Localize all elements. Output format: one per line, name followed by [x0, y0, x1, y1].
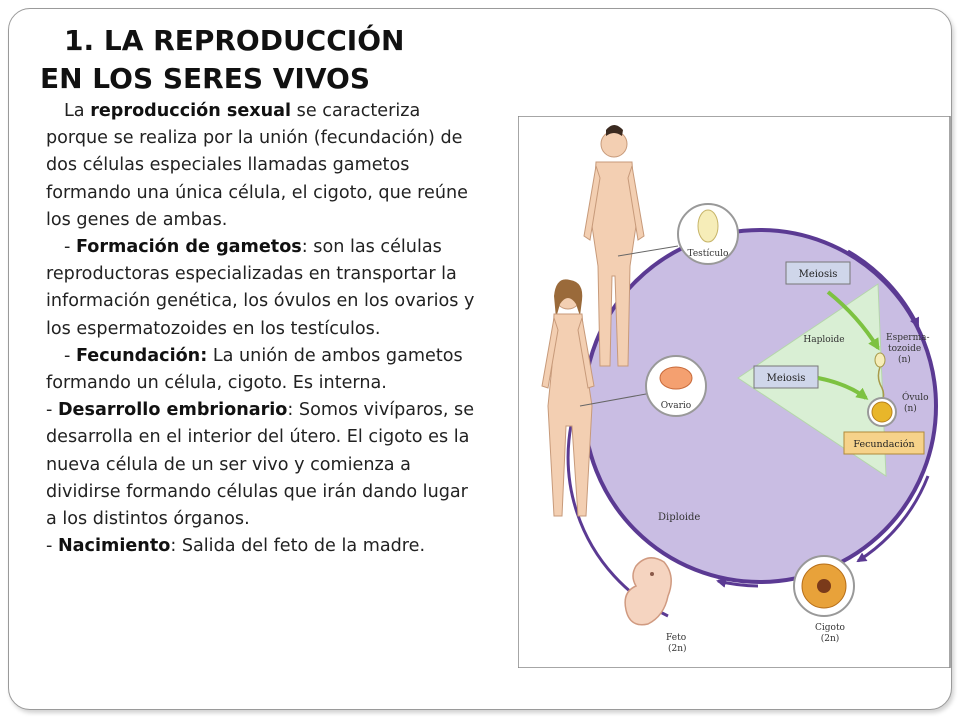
zygote-label: Cigoto: [815, 623, 845, 633]
meiosis-top-label: Meiosis: [799, 269, 838, 280]
p2-bold: Formación de gametos: [75, 237, 302, 258]
meiosis-top-box: [785, 261, 851, 285]
ovary-icon: [659, 366, 693, 390]
sperm-label-1: Esperma-: [886, 333, 930, 343]
ovum-label-n: (n): [904, 403, 917, 414]
ovary-pointer: [579, 393, 647, 407]
p3-post: La unión de ambos gametos formando un cé…: [46, 345, 463, 394]
p1-bold: reproducción sexual: [90, 101, 292, 121]
p4-bold: Desarrollo embrionario: [57, 400, 288, 421]
paragraph-embryonic-development: - Desarrollo embrionario: Somos vivíparo…: [46, 397, 482, 533]
haploid-label: Haploide: [803, 335, 844, 345]
sperm-label-2: tozoide: [888, 344, 921, 354]
p5-pre: -: [46, 536, 58, 557]
fetus-icon: [624, 557, 672, 626]
p5-bold: Nacimiento: [57, 536, 171, 557]
fetus-label-2n: (2n): [668, 643, 687, 654]
sperm-arrow: [826, 290, 880, 351]
meiosis-mid-label: Meiosis: [767, 373, 806, 384]
cycle-arrow-top: [847, 249, 920, 328]
title-line-2: EN LOS SERES VIVOS: [40, 62, 370, 95]
zygote-label-2n: (2n): [821, 633, 840, 644]
ovum-icon: [871, 401, 893, 423]
fertilization-label: Fecundación: [853, 439, 914, 450]
ovary-label: Ovario: [661, 401, 691, 411]
diploid-label: Diploide: [658, 512, 700, 523]
cycle-arrow-bottom: [716, 578, 759, 588]
p3-bold: Fecundación:: [75, 345, 208, 366]
title-line-1: 1. LA REPRODUCCIÓN: [64, 24, 405, 57]
p5-post: : Salida del feto de la madre.: [170, 536, 426, 557]
p3-pre: -: [64, 345, 76, 366]
meiosis-mid-box: [753, 365, 819, 389]
ovum-label: Óvulo: [902, 391, 929, 403]
woman-figure: [541, 279, 595, 517]
paragraph-gamete-formation: - Formación de gametos: son las células …: [46, 234, 482, 343]
paragraph-birth: - Nacimiento: Salida del feto de la madr…: [46, 533, 482, 560]
cycle-arrow-right: [856, 475, 930, 563]
zygote-nucleus: [817, 579, 831, 593]
slide-title: 1. LA REPRODUCCIÓN EN LOS SERES VIVOS: [40, 22, 500, 98]
fertilization-box: [843, 431, 925, 455]
reproduction-cycle-diagram: Testículo Meiosis Haploide Esperma- tozo…: [518, 116, 951, 668]
paragraph-sexual-reproduction: La reproducción sexual se caracteriza po…: [46, 98, 482, 234]
man-figure: [583, 125, 645, 367]
testicle-pointer: [617, 245, 679, 257]
testicle-icon: [697, 209, 719, 243]
p4-pre: -: [46, 400, 58, 421]
sperm-label-n: (n): [898, 354, 911, 365]
p2-post: : son las células reproductoras especial…: [46, 237, 475, 339]
fetus-label: Feto: [666, 633, 686, 643]
ovum-arrow: [817, 376, 869, 400]
paragraph-fertilization: - Fecundación: La unión de ambos gametos…: [46, 343, 482, 397]
p2-pre: -: [64, 237, 76, 258]
p1-pre: La: [64, 101, 91, 121]
body-text: La reproducción sexual se caracteriza po…: [46, 98, 482, 560]
p1-post: se caracteriza porque se realiza por la …: [46, 101, 468, 230]
testicle-label: Testículo: [688, 248, 729, 259]
p4-post: : Somos vivíparos, se desarrolla en el i…: [46, 400, 475, 530]
